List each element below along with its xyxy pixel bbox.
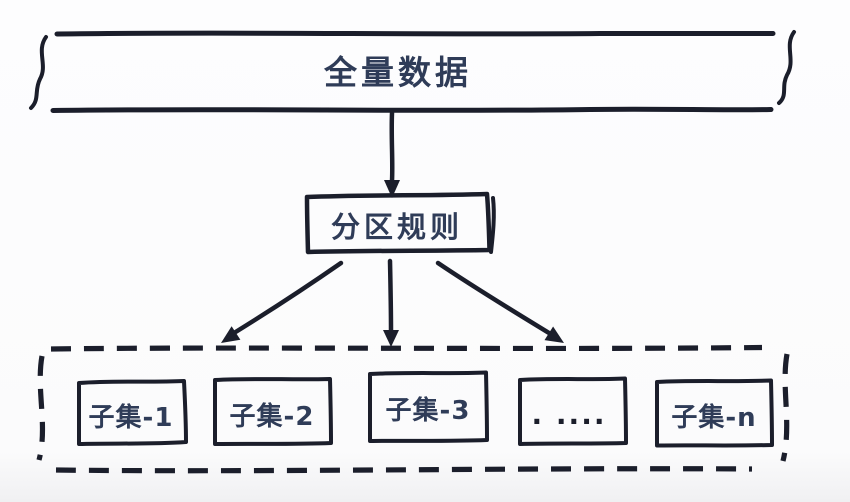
container-left-edge [36,355,46,461]
subset-box-ellipsis: . .... [518,376,628,446]
subset-box-1: 子集-1 [77,379,188,446]
full-data-band: 全量数据 [29,30,796,113]
band-top-line [54,30,776,37]
arrow-head [383,330,399,347]
partition-rule-label: 分区规则 [331,210,463,244]
band-left-squiggle [29,35,48,110]
arrow-shaft [435,260,552,336]
rule-box-flourish [489,196,496,254]
subset-box-2: 子集-2 [213,377,333,446]
container-top-edge [50,344,763,352]
subset-label: 子集-1 [89,402,174,433]
subset-box-n: 子集-n [655,378,774,448]
arrow-shaft [231,260,344,336]
full-data-label: 全量数据 [323,53,472,92]
subset-label: 子集-n [671,402,756,433]
ellipsis-label: . .... [532,398,607,431]
band-right-squiggle [777,30,796,105]
subset-box-outline [655,378,774,448]
subset-box-outline [213,377,333,446]
subset-label: 子集-3 [386,395,471,426]
band-bottom-line [50,106,774,113]
partition-rule-box: 分区规则 [304,191,496,255]
container-right-edge [780,353,790,462]
arrow-rule-to-left [221,260,344,343]
subset-box-3: 子集-3 [367,370,489,443]
arrow-shaft [389,110,395,184]
subset-label: 子集-2 [230,401,315,432]
subset-box-outline [518,376,628,446]
arrow-head [384,180,400,198]
subsets-container: 子集-1 子集-2 子集-3 . .... 子集-n [36,344,790,474]
arrow-head [221,326,241,343]
arrow-head [544,326,564,343]
arrow-rule-to-middle [383,258,399,347]
arrow-rule-to-right [435,260,564,343]
arrow-shaft [387,258,394,333]
subset-box-outline [77,379,188,446]
subset-box-outline [367,370,489,443]
arrow-full-to-rule [384,110,400,198]
container-bottom-edge [55,466,753,474]
